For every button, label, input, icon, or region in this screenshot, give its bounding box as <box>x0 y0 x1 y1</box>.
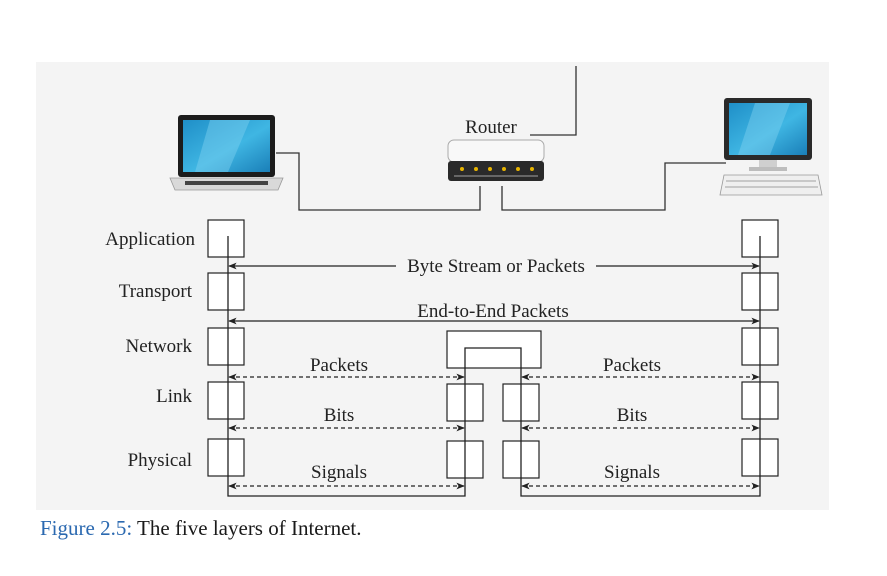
left-network-box <box>207 327 245 366</box>
router-icon <box>447 139 545 181</box>
diagram-panel <box>36 62 829 510</box>
layer-label-link: Link <box>156 386 192 407</box>
left-application-box <box>207 219 245 258</box>
layer-label-physical: Physical <box>128 450 192 471</box>
router-network-box <box>446 330 542 369</box>
network-wires <box>276 66 726 211</box>
signals-right-label: Signals <box>604 462 660 483</box>
layer-labels: Application Transport Network Link Physi… <box>105 229 195 471</box>
figure-caption: Figure 2.5: The five layers of Internet. <box>40 516 362 541</box>
laptop-icon <box>169 115 284 191</box>
router-to-desktop-wire <box>501 162 726 211</box>
figure-number: Figure 2.5: <box>40 516 133 540</box>
bits-left-label: Bits <box>324 405 355 426</box>
left-transport-box <box>207 272 245 311</box>
layer-arrows <box>228 262 760 490</box>
left-physical-box <box>207 438 245 477</box>
end-to-end-label: End-to-End Packets <box>417 301 568 322</box>
desktop-computer-icon <box>719 98 823 196</box>
signals-left-label: Signals <box>311 462 367 483</box>
packets-left-label: Packets <box>310 355 368 376</box>
layer-label-network: Network <box>126 336 193 357</box>
router-stack <box>446 330 542 479</box>
left-host-stack <box>207 219 245 477</box>
bits-right-label: Bits <box>617 405 648 426</box>
layer-label-application: Application <box>105 229 195 250</box>
left-link-box <box>207 381 245 420</box>
packets-right-label: Packets <box>603 355 661 376</box>
caption-text: The five layers of Internet. <box>132 516 362 540</box>
router-uplink-wire <box>530 66 577 136</box>
left-vertical-path <box>227 236 761 497</box>
layer-label-transport: Transport <box>119 281 193 302</box>
data-path <box>227 236 761 497</box>
byte-stream-label: Byte Stream or Packets <box>407 256 585 277</box>
laptop-to-router-wire <box>276 152 481 211</box>
arrow-labels: Byte Stream or Packets End-to-End Packet… <box>310 256 661 483</box>
router-label: Router <box>465 117 517 138</box>
